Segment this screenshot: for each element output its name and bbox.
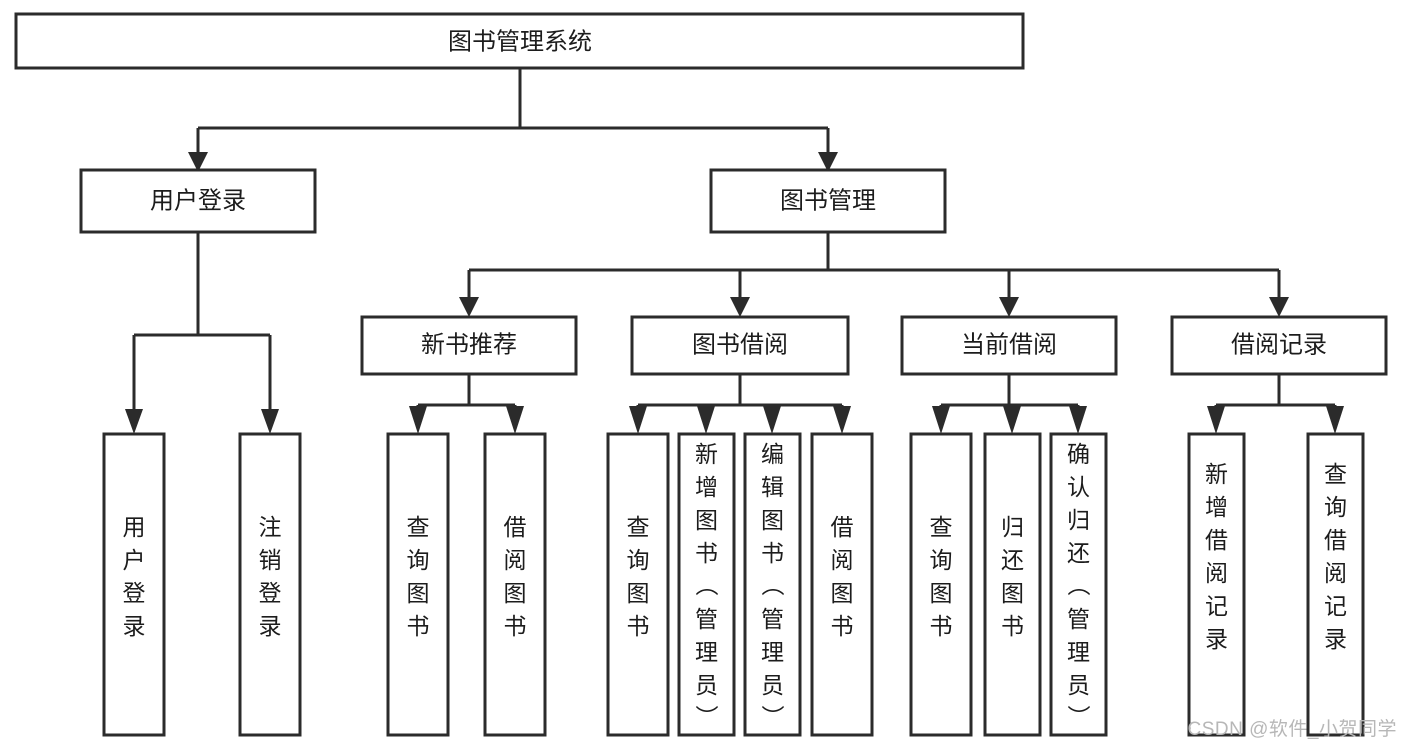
node-box <box>1306 432 1365 737</box>
node-box <box>238 432 302 737</box>
arrow-head-icon <box>188 152 208 172</box>
node-label: 图书管理 <box>780 187 876 214</box>
node-label: 用户登录 <box>123 514 146 639</box>
arrow-head-icon <box>1326 406 1344 434</box>
node-label: 查询图书 <box>627 514 650 639</box>
arrow-head-icon <box>1003 406 1021 434</box>
arrow-head-icon <box>932 406 950 434</box>
leaf-node-logout[interactable]: 注销登录 <box>238 432 302 737</box>
leaf-node-edit-book-admin[interactable]: 编辑图书（管理员） <box>743 432 802 737</box>
arrow-head-icon <box>125 409 143 434</box>
node-book-borrow[interactable]: 图书借阅 <box>630 315 850 376</box>
node-label: 图书管理系统 <box>448 28 592 55</box>
node-label: 确认归还（管理员） <box>1067 441 1091 731</box>
arrow-head-icon <box>261 409 279 434</box>
node-box <box>630 315 850 376</box>
node-box <box>909 432 973 737</box>
node-borrow-record[interactable]: 借阅记录 <box>1170 315 1388 376</box>
node-label: 借阅记录 <box>1231 331 1327 358</box>
arrow-head-icon <box>506 406 524 434</box>
arrow-head-icon <box>1269 297 1289 317</box>
node-box <box>900 315 1118 376</box>
arrow-head-icon <box>697 406 715 434</box>
node-label: 查询借阅记录 <box>1324 461 1347 652</box>
leaf-node-layer: 用户登录 注销登录 查询图书 借阅图书 查询图书 新增图书（管理员） 编辑图书（管理员） 借阅… <box>102 432 1365 737</box>
arrow-head-icon <box>629 406 647 434</box>
node-current-borrow[interactable]: 当前借阅 <box>900 315 1118 376</box>
arrow-head-icon <box>763 406 781 434</box>
node-box <box>1170 315 1388 376</box>
node-label: 查询图书 <box>407 514 430 639</box>
node-new-book-recommend[interactable]: 新书推荐 <box>360 315 578 376</box>
node-user-login[interactable]: 用户登录 <box>79 168 317 234</box>
leaf-node-borrow-book-new[interactable]: 借阅图书 <box>483 432 547 737</box>
node-label: 注销登录 <box>259 514 282 639</box>
node-box <box>709 168 947 234</box>
leaf-node-query-book-cur[interactable]: 查询图书 <box>909 432 973 737</box>
node-box <box>743 432 802 737</box>
leaf-node-add-book-admin[interactable]: 新增图书（管理员） <box>677 432 736 737</box>
leaf-node-query-borrow-record[interactable]: 查询借阅记录 <box>1306 432 1365 737</box>
arrow-head-icon <box>999 297 1019 317</box>
leaf-node-confirm-return-admin[interactable]: 确认归还（管理员） <box>1049 432 1108 737</box>
arrow-head-icon <box>1069 406 1087 434</box>
node-box <box>983 432 1042 737</box>
leaf-node-add-borrow-record[interactable]: 新增借阅记录 <box>1187 432 1246 737</box>
node-box <box>360 315 578 376</box>
arrow-head-icon <box>833 406 851 434</box>
node-label: 当前借阅 <box>961 331 1057 358</box>
leaf-node-return-book[interactable]: 归还图书 <box>983 432 1042 737</box>
leaf-node-query-book-new[interactable]: 查询图书 <box>386 432 450 737</box>
leaf-node-user-login[interactable]: 用户登录 <box>102 432 166 737</box>
arrow-head-icon <box>818 152 838 172</box>
node-box <box>386 432 450 737</box>
node-box <box>14 12 1025 70</box>
leaf-node-query-book[interactable]: 查询图书 <box>606 432 670 737</box>
node-label: 新增借阅记录 <box>1205 461 1228 652</box>
node-box <box>677 432 736 737</box>
leaf-node-borrow-book[interactable]: 借阅图书 <box>810 432 874 737</box>
node-box <box>606 432 670 737</box>
node-label: 借阅图书 <box>831 514 854 639</box>
node-label: 图书借阅 <box>692 331 788 358</box>
watermark-text: CSDN @软件_小贺同学 <box>1187 719 1397 740</box>
arrow-head-icon <box>409 406 427 434</box>
node-root-system[interactable]: 图书管理系统 <box>14 12 1025 70</box>
node-book-management[interactable]: 图书管理 <box>709 168 947 234</box>
node-box <box>102 432 166 737</box>
arrow-head-icon <box>459 297 479 317</box>
node-label: 归还图书 <box>1001 514 1024 639</box>
node-box <box>1187 432 1246 737</box>
arrow-head-icon <box>730 297 750 317</box>
node-label: 编辑图书（管理员） <box>761 441 785 731</box>
arrow-head-icon <box>1207 406 1225 434</box>
node-label: 借阅图书 <box>504 514 527 639</box>
node-box <box>79 168 317 234</box>
connector-layer <box>125 68 1344 434</box>
node-label: 新增图书（管理员） <box>695 441 719 731</box>
node-box <box>810 432 874 737</box>
node-box <box>483 432 547 737</box>
node-box <box>1049 432 1108 737</box>
node-label: 查询图书 <box>930 514 953 639</box>
node-label: 新书推荐 <box>421 331 517 358</box>
node-label: 用户登录 <box>150 187 246 214</box>
